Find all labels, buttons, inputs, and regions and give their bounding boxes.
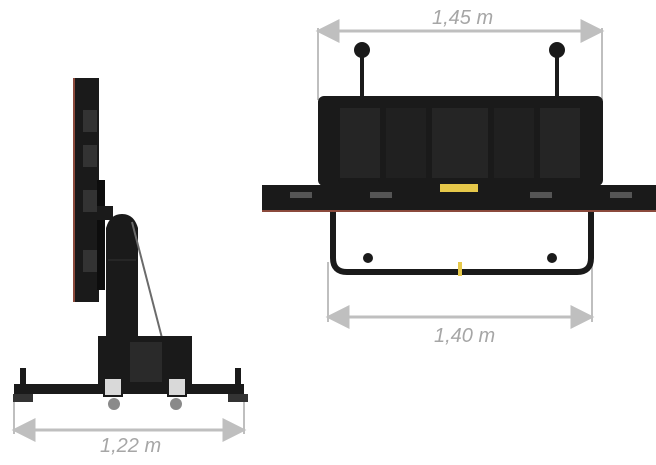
side-ground-beam <box>14 384 244 394</box>
dimension-line-bottom <box>11 400 247 442</box>
dimension-line-top <box>315 18 605 100</box>
left-handle <box>354 42 370 100</box>
dimension-label-top: 1,45 m <box>432 7 494 29</box>
dimension-label-middle: 1,40 m <box>434 325 496 347</box>
front-view-assembly <box>262 42 656 276</box>
dimension-label-bottom: 1,22 m <box>100 435 162 457</box>
side-mast <box>106 214 138 338</box>
side-view-tower <box>13 78 248 410</box>
dimension-line-middle <box>325 262 595 329</box>
right-handle <box>549 42 565 100</box>
